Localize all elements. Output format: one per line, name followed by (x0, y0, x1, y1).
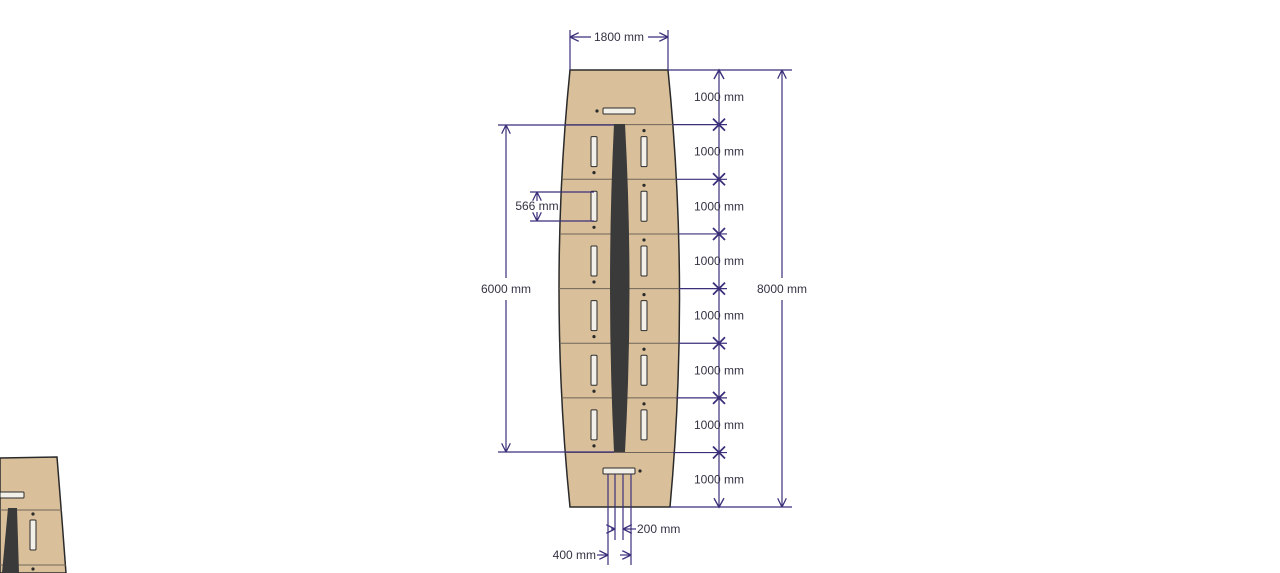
center-length-label: 6000 mm (481, 282, 531, 296)
grommet-dot (592, 389, 596, 393)
cable-slot (640, 409, 648, 441)
cable-slot (640, 136, 648, 168)
partial-table-cable-port (0, 491, 25, 499)
grommet-dot (592, 225, 596, 229)
bottom-cable-port-dot (638, 469, 642, 473)
partial-table-grommet (31, 512, 35, 516)
segment-label: 1000 mm (694, 309, 744, 323)
grommet-dot (642, 347, 646, 351)
grommet-dot (642, 183, 646, 187)
center-strip (610, 124, 630, 452)
partial-table-center-strip (2, 508, 19, 573)
segment-label: 1000 mm (694, 199, 744, 213)
grommet-dot (642, 293, 646, 297)
grommet-dot (592, 171, 596, 175)
top-cable-port-dot (595, 109, 599, 113)
segment-tick (712, 445, 726, 460)
cable-slot (590, 245, 598, 277)
bottom-wide-label: 400 mm (553, 548, 596, 562)
grommet-dot (642, 402, 646, 406)
partial-table-grommet (31, 567, 35, 571)
segment-label: 1000 mm (694, 90, 744, 104)
cable-slot (590, 300, 598, 332)
segment-tick (712, 118, 726, 132)
grommet-dot (642, 238, 646, 242)
segment-label: 1000 mm (694, 473, 744, 487)
dimension-lines (498, 30, 792, 565)
segment-tick (712, 281, 726, 296)
partial-table-corner (0, 456, 67, 573)
segment-arrowhead (713, 497, 725, 509)
segment-dimension-chain (672, 68, 727, 509)
conference-table (558, 69, 681, 508)
grommet-dot (592, 280, 596, 284)
segment-tick (712, 391, 726, 405)
total-length-label: 8000 mm (757, 282, 807, 296)
cable-spacing-label: 566 mm (515, 199, 558, 213)
grommet-dot (642, 129, 646, 133)
segment-labels: 1000 mm 1000 mm 1000 mm 1000 mm 1000 mm 1000 … (694, 90, 744, 487)
segment-tick (712, 336, 726, 350)
cable-slot (640, 354, 648, 386)
partial-table-cable-slot (29, 519, 37, 551)
top-cable-port (602, 107, 636, 115)
grommet-dot (592, 444, 596, 448)
segment-label: 1000 mm (694, 145, 744, 159)
segment-arrowhead (713, 68, 725, 80)
dimension-labels: 1800 mm 8000 mm 6000 mm 566 mm 200 mm 40… (481, 30, 807, 562)
cable-slot (590, 136, 598, 168)
cable-slot (590, 190, 598, 222)
segment-label: 1000 mm (694, 254, 744, 268)
top-width-label: 1800 mm (594, 30, 644, 44)
cable-slots (590, 129, 648, 448)
bottom-narrow-label: 200 mm (637, 522, 680, 536)
cable-slot (590, 409, 598, 441)
bottom-cable-port (602, 467, 636, 475)
cable-slot (640, 190, 648, 222)
cable-slot (640, 300, 648, 332)
segment-label: 1000 mm (694, 418, 744, 432)
cable-slot (640, 245, 648, 277)
segment-tick (712, 227, 726, 241)
segment-tick (712, 172, 726, 186)
cable-slot (590, 354, 598, 386)
grommet-dot (592, 335, 596, 339)
segment-label: 1000 mm (694, 363, 744, 377)
